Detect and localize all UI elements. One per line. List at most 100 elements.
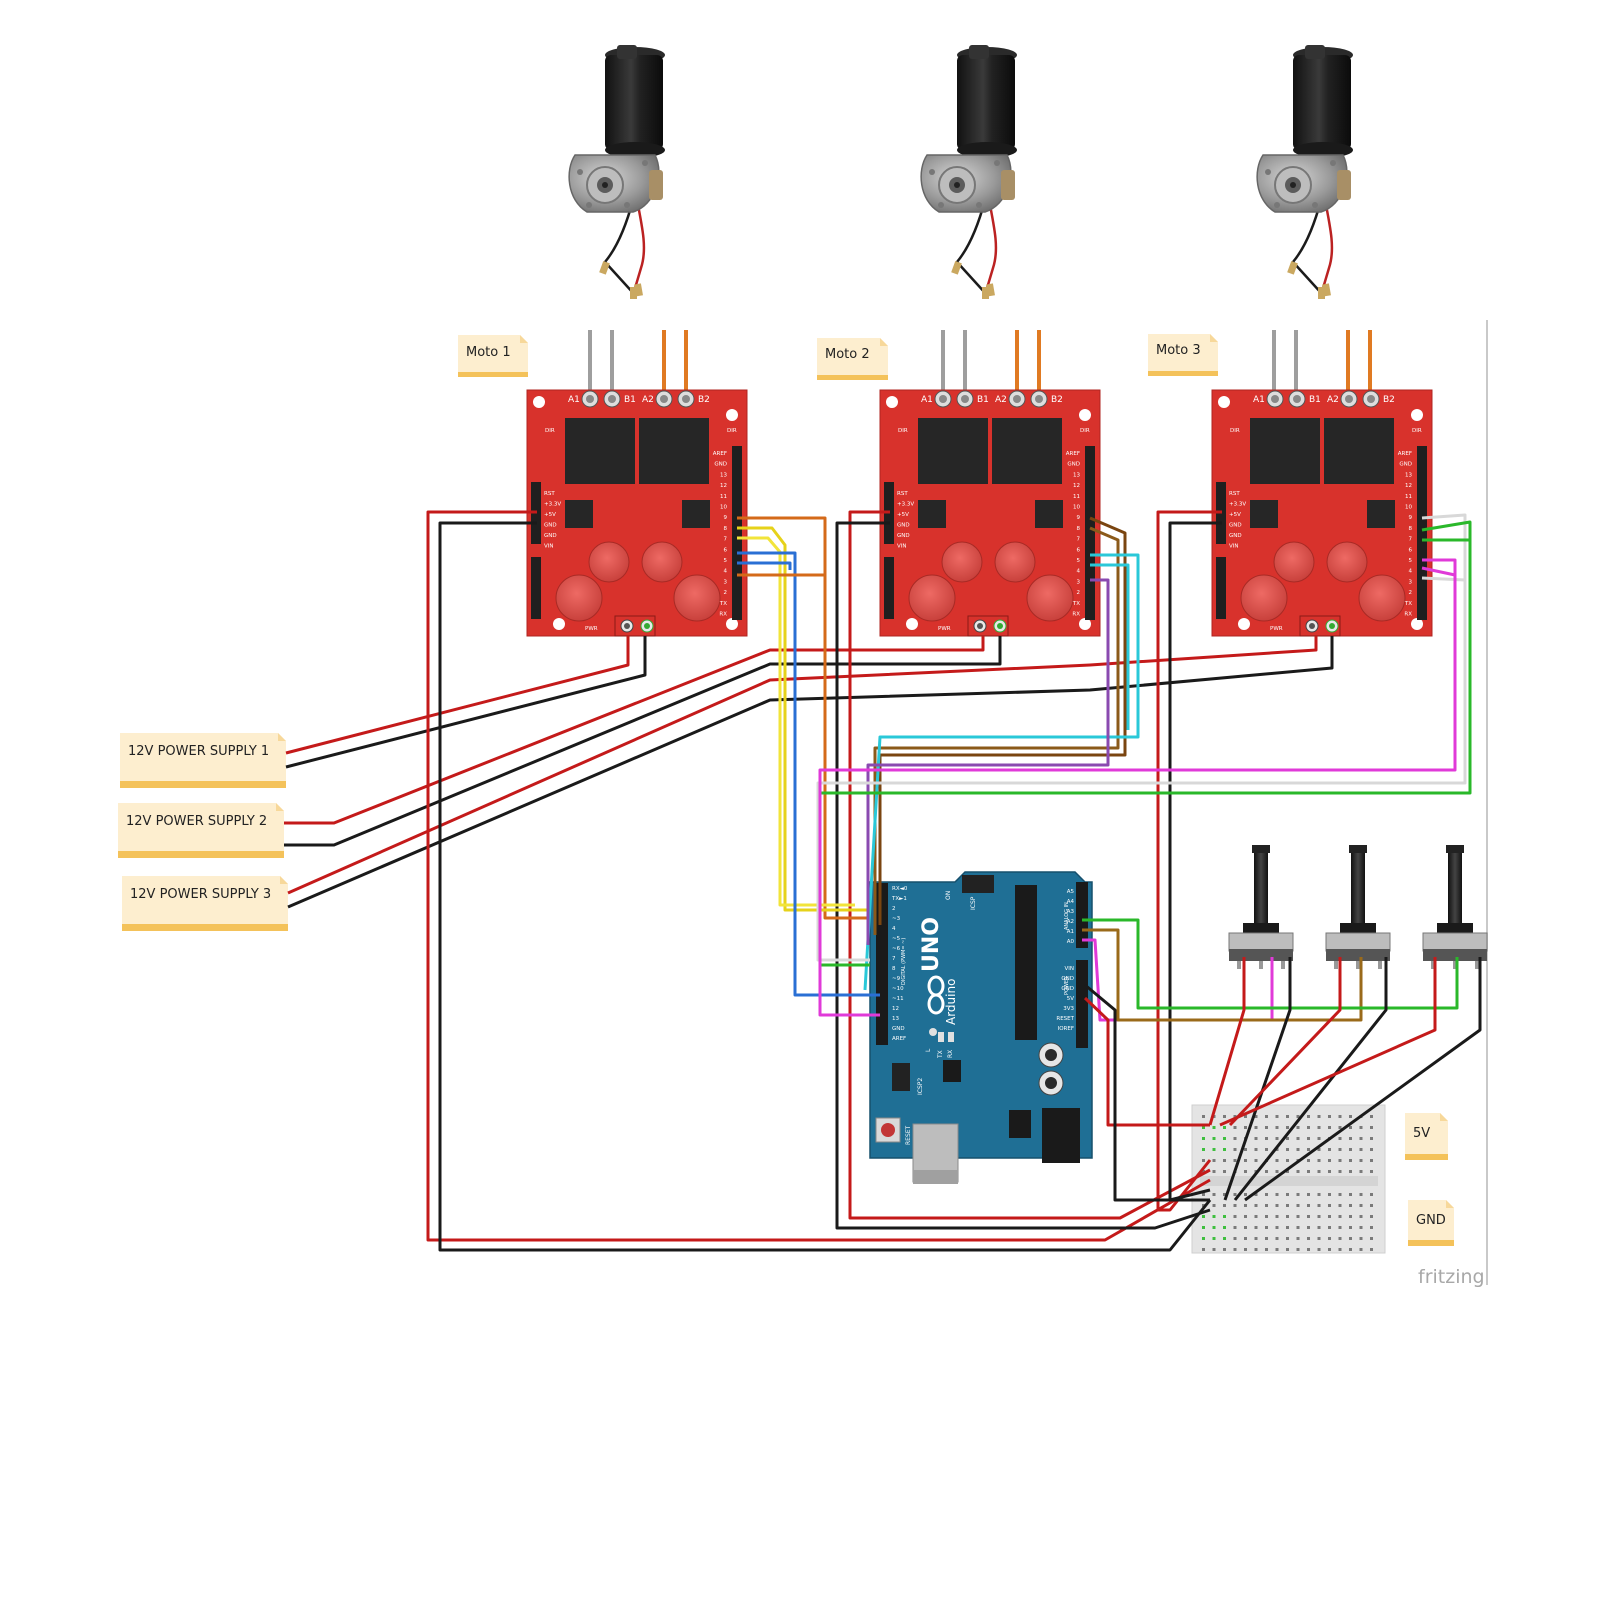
driver-pin-label: TX [1072,601,1080,607]
driver-pin-label: +3.3V [544,502,561,508]
driver-pin-label: 8 [724,526,728,532]
note-psu-1-text: 12V POWER SUPPLY 1 [128,744,269,759]
driver-pin-label: +3.3V [897,502,914,508]
driver-pin-label: GND [897,533,910,539]
driver-pin-label: GND [1067,462,1080,468]
driver-pin-label: 5 [1077,558,1081,564]
driver-pin-label: GND [544,533,557,539]
driver2-a1-label: A1 [921,395,933,405]
driver-pin-label: 3 [724,579,728,585]
driver-pin-label: 4 [724,569,728,575]
driver2-dir-label: DIR [898,428,908,434]
driver-pin-label: VIN [897,544,907,550]
arduino-digital-pin-label: RX◄0 [892,886,908,892]
driver-pin-label: VIN [1229,544,1239,550]
driver-pin-label: 2 [724,590,728,596]
arduino-analog-pin-label: A0 [1067,939,1075,945]
driver-pin-label: GND [1229,523,1242,529]
driver-pin-label: RST [544,491,555,497]
driver-pin-label: 6 [724,547,728,553]
note-psu-2-text: 12V POWER SUPPLY 2 [126,814,267,829]
driver-pin-label: RST [897,491,908,497]
wire-d3-white [816,513,1467,962]
driver-pin-label: +3.3V [1229,502,1246,508]
arduino-on-label: ON [945,891,952,900]
wire-d3-white-b [1421,576,1466,582]
wire-pot1-5v [1208,957,1246,1126]
wire-d3-green [818,520,1472,967]
wire-driver3-gnd [1168,521,1222,1202]
note-psu-1: 12V POWER SUPPLY 1 [120,733,286,788]
note-moto-3: Moto 3 [1148,334,1218,376]
wire-driver3-5v [1156,510,1222,1212]
note-psu-3-text: 12V POWER SUPPLY 3 [130,887,271,902]
arduino-digital-pin-label: GND [892,1026,905,1032]
arduino-digital-pin-label: ~5 [892,936,901,942]
driver-pin-label: TX [1404,601,1412,607]
note-moto-1: Moto 1 [458,335,528,377]
driver-pin-label: 2 [1409,590,1413,596]
wire-driver1-gnd [438,521,1212,1252]
wire-a2-pot3 [1082,918,1459,1010]
arduino-digital-pin-label: ~9 [892,976,901,982]
wire-d2-cyan-a [863,553,1140,991]
wires [284,510,1482,1252]
arduino-digital-pin-label: AREF [892,1036,906,1042]
wire-pot3-gnd [1244,957,1482,1202]
arduino-digital-pin-label: 2 [892,906,896,912]
note-moto-3-text: Moto 3 [1156,343,1201,358]
driver-pin-label: RX [719,612,727,618]
driver-pin-label: 12 [720,483,727,489]
wire-d1-orange [737,516,870,920]
driver-pin-label: 2 [1077,590,1081,596]
arduino-power-pin-label: 5V [1067,996,1074,1002]
wire-d2-purple [866,578,1110,945]
driver1-dir-label-right: DIR [727,428,737,434]
driver2-pwr-label: PWR [938,626,951,632]
driver1-a2-label: A2 [642,395,654,405]
arduino-power-pin-label: RESET [1056,1016,1074,1022]
dc-gear-motor-3 [1255,43,1355,301]
driver-pin-label: AREF [1398,451,1412,457]
driver-pin-label: 12 [1073,483,1080,489]
driver3-dir-label-right: DIR [1412,428,1422,434]
driver2-b2-label: B2 [1051,395,1063,405]
driver-pin-label: RX [1404,612,1412,618]
driver1-b1-label: B1 [624,395,636,405]
driver3-b1-label: B1 [1309,395,1321,405]
note-5v: 5V [1405,1113,1448,1160]
arduino-digital-pin-label: 4 [892,926,896,932]
arduino-digital-pin-label: 7 [892,956,896,962]
wire-psu1-negative [285,636,647,769]
driver-pin-label: +5V [897,512,909,518]
driver-pin-label: GND [714,462,727,468]
arduino-analog-pin-label: A3 [1067,909,1075,915]
driver-pin-label: 7 [724,537,728,543]
wire-pot1-gnd [1223,957,1292,1201]
wire-driver2-gnd [835,521,1211,1230]
driver-pin-label: 4 [1409,569,1413,575]
driver-pin-label: +5V [1229,512,1241,518]
wire-pot3-5v [1219,957,1437,1127]
wire-d1-yellow-a [737,526,870,912]
wire-psu2-positive [284,636,985,825]
driver1-b2-label: B2 [698,395,710,405]
driver-pin-label: 11 [1405,494,1412,500]
driver-pin-label: 9 [724,515,728,521]
driver-pin-label: 13 [1405,472,1412,478]
driver-pin-label: AREF [1066,451,1080,457]
driver-pin-label: 5 [1409,558,1413,564]
arduino-pin-labels: RX◄0TX►12~34~5~678~9~10~111213GNDAREFA5A… [891,886,1075,1042]
arduino-analog-label: ANALOG IN [1064,902,1070,930]
driver-pin-label: 9 [1077,515,1081,521]
breadboard [1191,1104,1386,1254]
arduino-digital-pin-label: ~10 [892,986,904,992]
arduino-l-label: L [925,1048,932,1052]
driver2-dir-label-right: DIR [1080,428,1090,434]
driver-pin-label: 10 [1405,505,1412,511]
wire-d2-brown-a [878,516,1127,925]
wire-d1-blue [737,551,880,997]
arduino-digital-pin-label: TX►1 [891,896,907,902]
wire-driver2-5v [848,510,1211,1220]
